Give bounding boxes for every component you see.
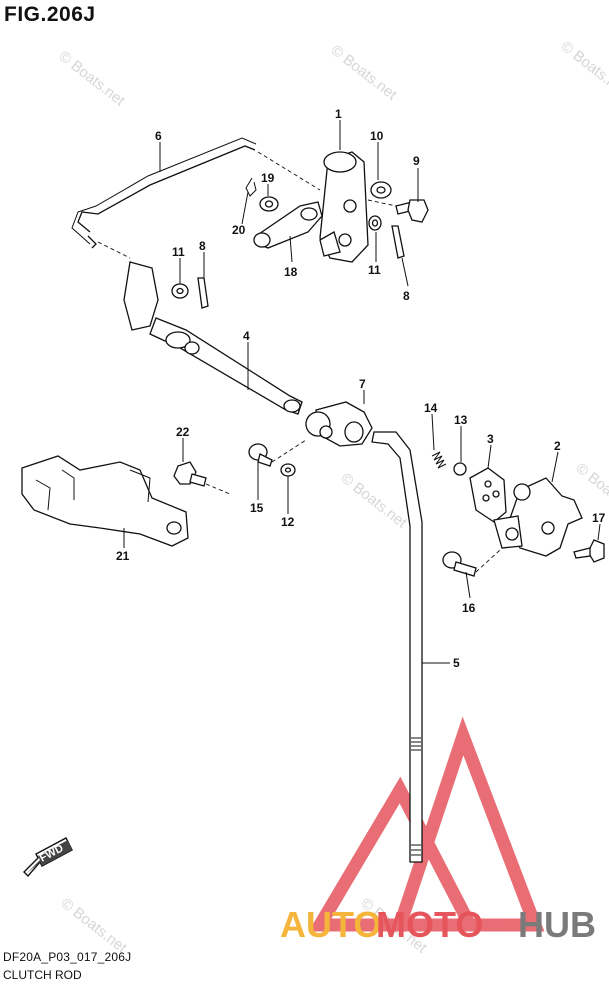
- clip-part20: [245, 177, 257, 197]
- callout-17: 17: [592, 511, 606, 525]
- callout-20: 20: [232, 223, 246, 237]
- brand-auto-text: AUTO: [280, 904, 381, 945]
- callout-7: 7: [359, 377, 366, 391]
- shift-link-rod-part6: [71, 137, 321, 259]
- callout-8-lower-pin: 8: [199, 239, 206, 253]
- detent-plate-part3: [469, 467, 507, 523]
- callout-6: 6: [155, 129, 162, 143]
- washer-part12: [280, 463, 296, 477]
- bolt-part9: [395, 199, 429, 223]
- callout-1: 1: [335, 107, 342, 121]
- brand-wordmark: AUTO MOTO HUB: [280, 904, 596, 945]
- clutch-rod-part5: [371, 431, 423, 863]
- fwd-arrow-icon: FWD: [23, 837, 73, 878]
- callout-9: 9: [413, 154, 420, 168]
- bolt-part16: [442, 551, 477, 577]
- callout-5: 5: [453, 656, 460, 670]
- callout-8-upper-pin: 8: [403, 289, 410, 303]
- diagram-code: DF20A_P03_017_206J: [3, 950, 132, 964]
- watermark-text: © Boats.net: [338, 470, 411, 532]
- callout-10: 10: [370, 129, 384, 143]
- brand-hub-text: HUB: [518, 904, 596, 945]
- ball-part13: [453, 462, 467, 476]
- spring-part14: [431, 451, 447, 469]
- callout-16: 16: [462, 601, 476, 615]
- callout-numbers: 1 2 3 4 5 6 7 8 8 9 10 11 11 12 13 14 15…: [116, 107, 606, 670]
- watermark-text: © Boats.net: [56, 48, 129, 110]
- bolt-part17: [573, 539, 605, 563]
- brand-moto-text: MOTO: [376, 904, 483, 945]
- washer-part11-lower: [171, 283, 189, 299]
- callout-4: 4: [243, 329, 250, 343]
- callout-11-lower: 11: [172, 245, 185, 259]
- diagram-name: CLUTCH ROD: [3, 968, 82, 982]
- washer-part11-upper: [368, 215, 382, 231]
- arm-part18: [253, 201, 323, 249]
- clutch-lever-part1: [319, 151, 369, 263]
- bracket-part21: [21, 455, 189, 547]
- watermark-text: © Boats.net: [328, 42, 401, 104]
- shift-lever-part2: [493, 477, 583, 557]
- rod-joint-part7: [305, 401, 373, 447]
- bolt-part22: [173, 461, 207, 487]
- figure-title: FIG.206J: [4, 3, 96, 26]
- callout-21: 21: [116, 549, 130, 563]
- washer-part10: [370, 181, 392, 199]
- shift-shaft-part4: [123, 261, 303, 415]
- callout-11-upper: 11: [368, 263, 381, 277]
- callout-15: 15: [250, 501, 264, 515]
- callout-2: 2: [554, 439, 561, 453]
- watermark-text: © Boats.net: [558, 38, 609, 100]
- callout-14: 14: [424, 401, 438, 415]
- cotter-pin-part8-lower: [197, 277, 209, 309]
- washer-part19: [259, 196, 279, 212]
- leader-lines: [123, 120, 601, 664]
- bolt-part15: [248, 443, 273, 467]
- callout-3: 3: [487, 432, 494, 446]
- brand-logo-mark: [308, 716, 545, 932]
- watermark-text: © Boats.net: [58, 895, 131, 957]
- callout-12: 12: [281, 515, 295, 529]
- callout-18: 18: [284, 265, 298, 279]
- callout-22: 22: [176, 425, 190, 439]
- callout-13: 13: [454, 413, 468, 427]
- callout-19: 19: [261, 171, 275, 185]
- cotter-pin-part8-upper: [391, 225, 405, 259]
